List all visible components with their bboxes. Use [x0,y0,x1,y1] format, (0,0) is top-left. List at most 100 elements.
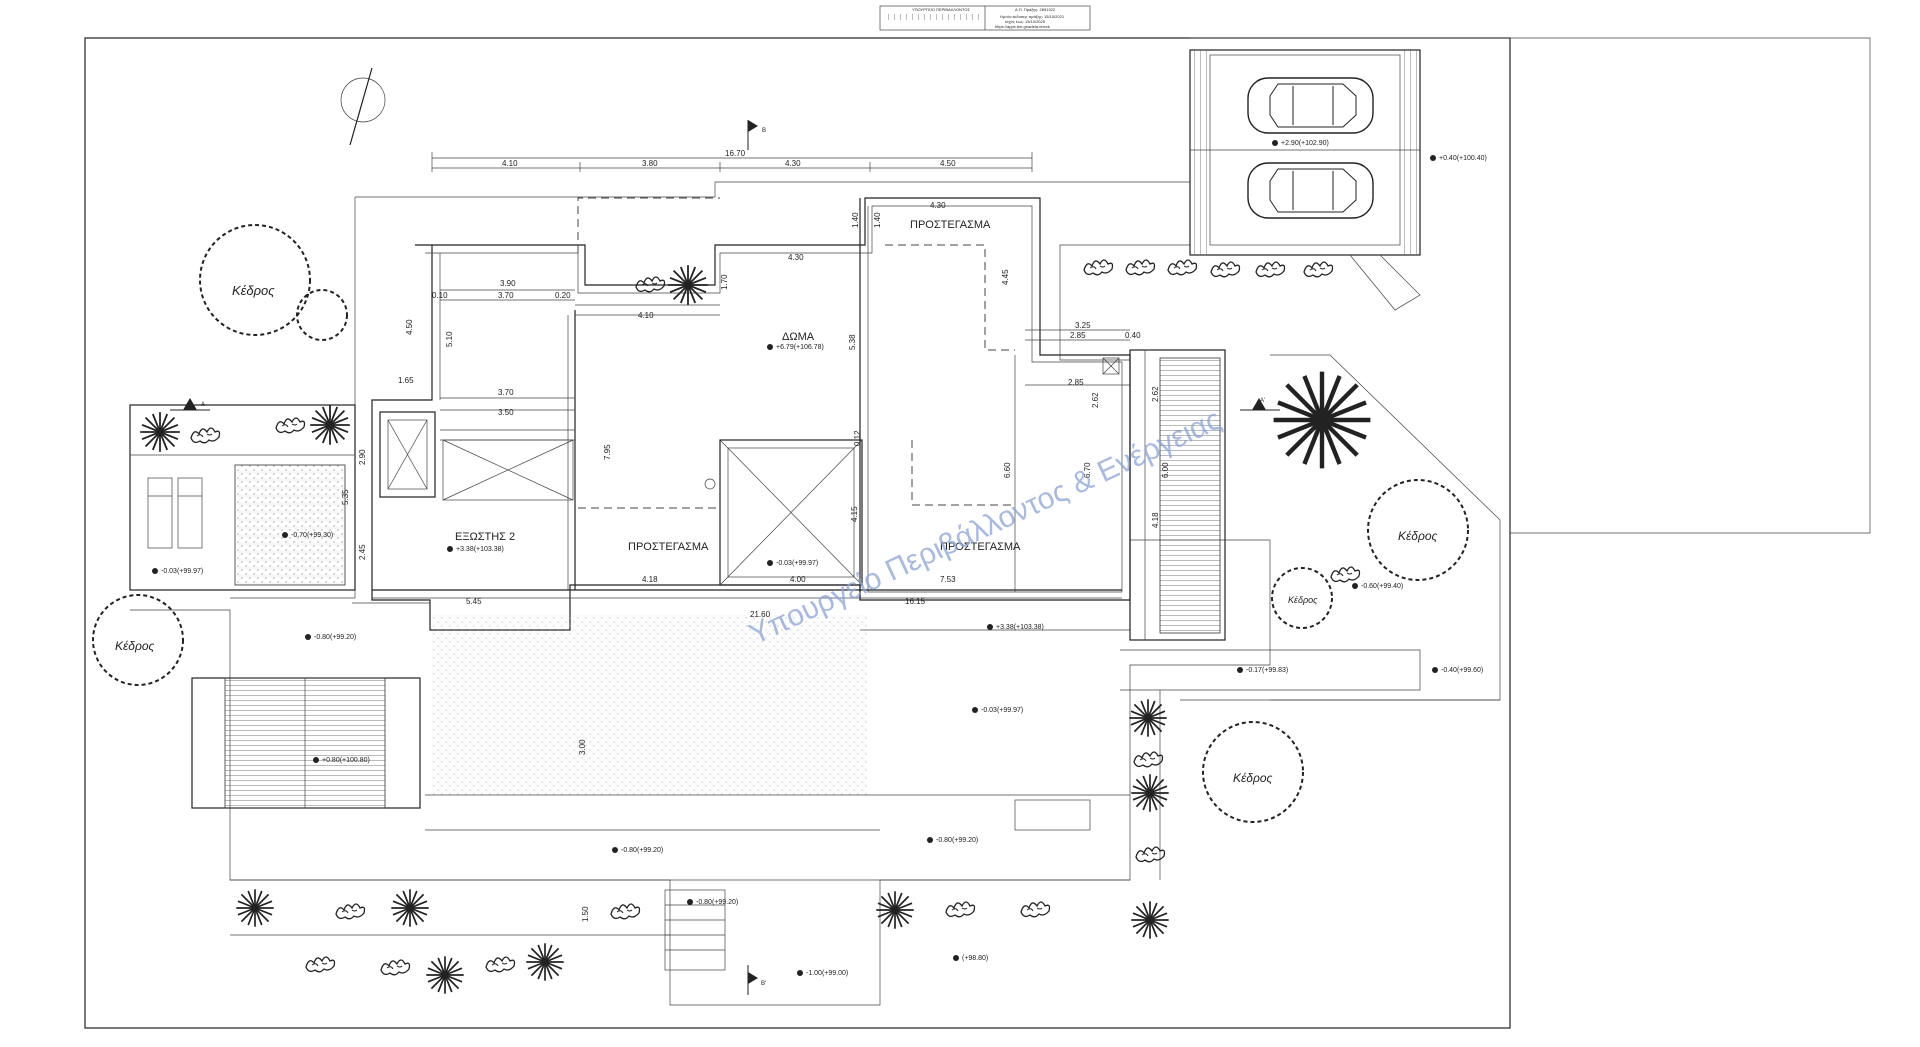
level-marker-steps: -0.80(+99.20) [687,899,738,906]
section-marker-top: B [747,120,766,150]
dim-753: 7.53 [940,575,956,584]
section-marker-bottom: B' [747,965,766,995]
level-text-lawn-left: -0.80(+99.20) [314,634,356,641]
level-marker-ramp-a: -0.17(+99.83) [1237,667,1288,674]
shrub-icon-11 [1133,751,1164,768]
sunbed-icon-1 [147,477,173,549]
tree-icon-3: Κέδρος [1367,479,1469,581]
level-text-garden-right: -0.60(+99.40) [1361,583,1403,590]
palm-icon-9 [1128,698,1168,738]
palm-icon-5 [390,888,430,928]
sunbed-icon-2 [177,477,203,549]
shrub-icon-8 [1255,261,1286,278]
top-dimension-chain: 16.70 4.10 3.80 4.30 4.50 [431,149,1033,172]
dim-top-b: 3.80 [642,159,658,168]
level-marker-pergola: +0.80(+100.80) [313,757,370,764]
dim-262b: 2.62 [1151,386,1160,402]
level-marker-garden-right: -0.60(+99.40) [1352,583,1403,590]
level-marker-pool: -0.70(+99.30) [282,532,333,539]
level-marker-pool-deck: -0.03(+99.97) [152,568,203,575]
level-text-top-right: +0.40(+100.40) [1439,155,1487,162]
room-label-exostis: ΕΞΩΣΤΗΣ 2 [455,531,515,543]
dim-660: 6.60 [1003,462,1012,478]
dim-415: 4.15 [850,506,859,522]
level-text-parking: +2.90(+102.90) [1281,140,1329,147]
level-text-pergola: +0.80(+100.80) [322,757,370,764]
level-text-exostis: +3.38(+103.38) [456,546,504,553]
dim-285a: 2.85 [1070,331,1086,340]
stamp-line1: ΥΠΟΥΡΓΕΙΟ ΠΕΡΙΒΑΛΛΟΝΤΟΣ [912,7,970,12]
stair-void-center [704,439,863,586]
dim-418b: 4.18 [642,575,658,584]
shrub-icon-2 [275,417,306,434]
section-marker-left-label: A [201,402,205,408]
dim-370b: 3.70 [498,388,514,397]
section-marker-bottom-label: B' [761,981,766,987]
dim-top-total: 16.70 [725,149,746,158]
tree-label-1: Κέδρος [232,283,275,298]
dim-2160: 21.60 [750,610,771,619]
level-marker-entry-right: (+98.80) [953,955,988,962]
dim-430b: 4.30 [788,253,804,262]
room-label-prostegasma-top: ΠΡΟΣΤΕΓΑΣΜΑ [910,219,991,231]
interior-dimensions: 4.30 4.30 1.40 1.40 3.90 3.70 0.20 0.10 … [341,201,1170,922]
level-text-patio: -0.03(+99.97) [981,707,1023,714]
dim-285b: 2.85 [1068,378,1084,387]
stamp-line2: Α.Π. Πράξης: 2891322 [1015,7,1056,12]
pergola [191,677,421,809]
dim-top-d: 4.50 [940,159,956,168]
dashed-right-outline [911,440,1015,506]
palm-icon-4 [235,888,275,928]
tree-icon-5: Κέδρος [1202,721,1304,823]
dim-150: 1.50 [581,906,590,922]
shrub-icon-3 [635,276,666,293]
level-text-ramp-b: -0.40(+99.60) [1441,667,1483,674]
level-marker-center: -0.03(+99.97) [767,560,818,567]
palm-icon-3 [667,264,709,306]
dim-012: 0.12 [853,430,862,446]
level-marker-ramp-b: -0.40(+99.60) [1432,667,1483,674]
dim-040: 0.40 [1125,331,1141,340]
right-ramp [1120,649,1421,691]
shrub-icon-16 [1020,901,1051,918]
level-marker-lawn-front: -0.80(+99.20) [612,847,663,854]
shrub-icon-6 [1167,259,1198,276]
level-text-steps: -0.80(+99.20) [696,899,738,906]
shrub-icon-7 [1210,261,1241,278]
shrub-icon-9 [1303,261,1334,278]
room-label-doma: ΔΩΜΑ [782,331,815,343]
north-arrow-icon [340,67,386,146]
dim-262a: 2.62 [1091,392,1100,408]
level-marker-front-right: +3.38(+103.38) [987,624,1044,631]
car-icon-1 [1247,77,1374,134]
dim-010: 0.10 [432,291,448,300]
palm-icon-10 [1130,773,1170,813]
shrub-icon-14 [610,903,641,920]
section-marker-right-label: A' [1260,398,1265,404]
level-marker-top-right: +0.40(+100.40) [1430,155,1487,162]
level-text-pool-deck: -0.03(+99.97) [161,568,203,575]
stamp-line4: Ισχύς έως: 15/10/2025 [1005,19,1046,24]
car-icon-2 [1247,162,1374,219]
level-text-entry: -1.00(+99.00) [806,970,848,977]
dim-140b: 1.40 [873,212,882,228]
dim-370a: 3.70 [498,291,514,300]
shrub-icon-15 [945,901,976,918]
level-text-entry-right: (+98.80) [962,955,988,962]
level-text-front-right: +3.38(+103.38) [996,624,1044,631]
level-marker-lawn-left: -0.80(+99.20) [305,634,356,641]
tree-icon-4: Κέδρος [1271,567,1333,629]
building-outline [352,197,1131,631]
dim-670: 6.70 [1083,462,1092,478]
front-planter [1014,799,1091,831]
section-marker-left: A [170,398,210,411]
palm-icon-1 [139,411,181,453]
dim-450: 4.50 [405,319,414,335]
level-markers: +6.79(+106.78) +3.38(+103.38) -0.03(+99.… [152,140,1487,977]
front-steps [664,889,726,971]
level-marker-lawn-mid: -0.80(+99.20) [927,837,978,844]
palm-icon-2 [309,404,351,446]
dim-350: 3.50 [498,408,514,417]
dim-430a: 4.30 [930,201,946,210]
